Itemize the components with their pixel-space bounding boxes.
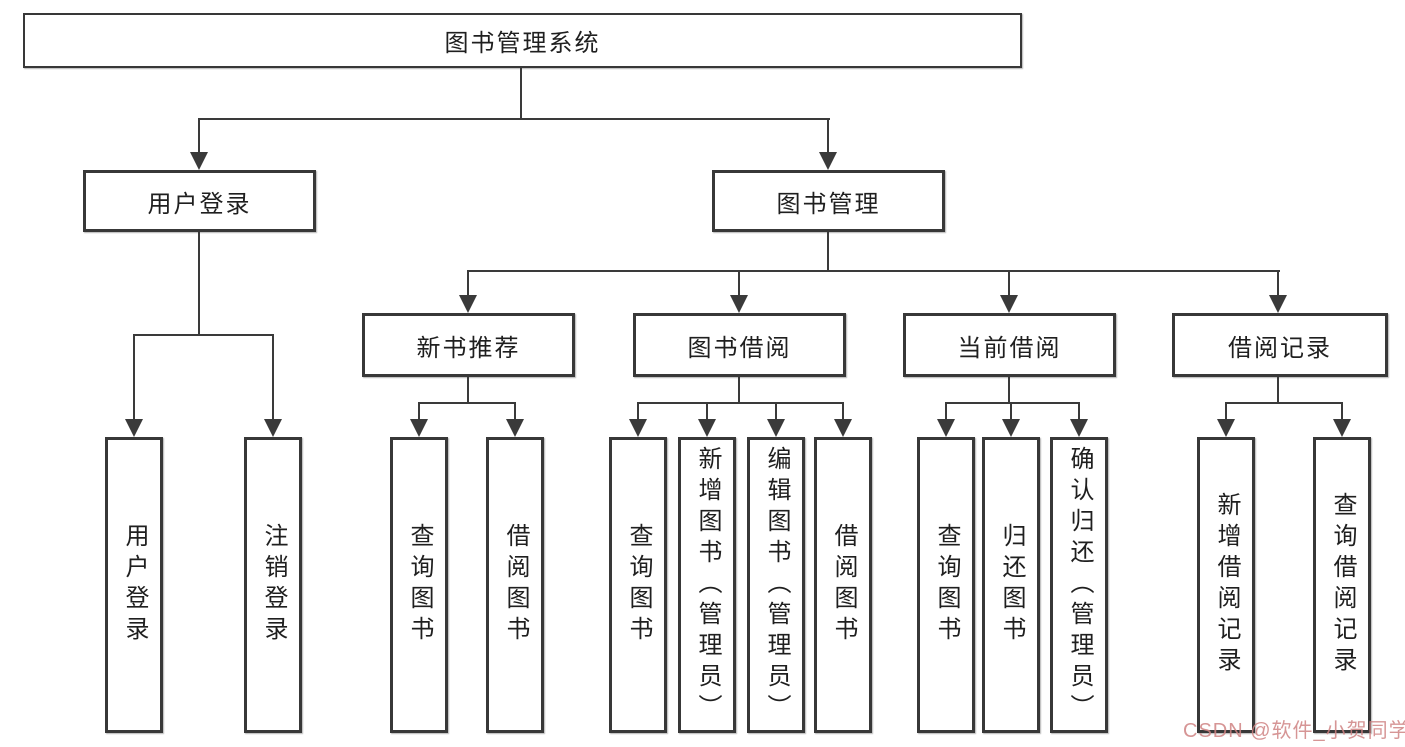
node-label: 用户登录 — [121, 523, 148, 647]
connector-line — [1277, 270, 1279, 299]
node-borrowing-borrow-books: 借阅图书 — [814, 437, 872, 733]
node-add-books-admin: 新增图书（管理员） — [678, 437, 736, 733]
node-label: 查询图书 — [625, 523, 652, 647]
arrowhead-down — [459, 295, 477, 313]
node-add-borrow-record: 新增借阅记录 — [1197, 437, 1255, 733]
node-label: 借阅图书 — [830, 523, 857, 647]
node-confirm-return-admin: 确认归还（管理员） — [1050, 437, 1108, 733]
node-label: 新增借阅记录 — [1213, 492, 1240, 678]
arrowhead-down — [1269, 295, 1287, 313]
node-book-management-branch: 图书管理 — [712, 170, 945, 232]
node-current-borrowing: 当前借阅 — [903, 313, 1116, 377]
arrowhead-down — [629, 419, 647, 437]
connector-line — [418, 402, 420, 423]
connector-line — [637, 402, 639, 423]
connector-line — [1008, 377, 1010, 404]
connector-line — [1225, 402, 1343, 404]
connector-line — [738, 377, 740, 404]
arrowhead-down — [1333, 419, 1351, 437]
arrowhead-down — [1070, 419, 1088, 437]
node-label: 确认归还（管理员） — [1066, 445, 1093, 725]
connector-line — [738, 270, 740, 299]
node-recommend-borrow-books: 借阅图书 — [486, 437, 544, 733]
connector-line — [842, 402, 844, 423]
connector-line — [133, 334, 274, 336]
node-label: 借阅图书 — [502, 523, 529, 647]
connector-line — [418, 402, 516, 404]
arrowhead-down — [698, 419, 716, 437]
connector-line — [775, 402, 777, 423]
connector-line — [1225, 402, 1227, 423]
connector-line — [198, 232, 200, 335]
node-label: 新增图书（管理员） — [694, 445, 721, 725]
node-query-borrow-record: 查询借阅记录 — [1313, 437, 1371, 733]
connector-line — [1341, 402, 1343, 423]
connector-line — [827, 118, 829, 156]
node-borrowing-records: 借阅记录 — [1172, 313, 1388, 377]
node-return-books: 归还图书 — [982, 437, 1040, 733]
node-book-borrowing: 图书借阅 — [633, 313, 846, 377]
csdn-watermark: CSDN @软件_小贺同学 — [1183, 720, 1405, 742]
connector-line — [514, 402, 516, 423]
node-current-query-books: 查询图书 — [917, 437, 975, 733]
arrowhead-down — [506, 419, 524, 437]
node-label: 编辑图书（管理员） — [763, 445, 790, 725]
connector-line — [198, 118, 830, 120]
arrowhead-down — [730, 295, 748, 313]
connector-line — [467, 377, 469, 404]
connector-line — [467, 270, 1280, 272]
node-label: 查询借阅记录 — [1329, 492, 1356, 678]
arrowhead-down — [1002, 419, 1020, 437]
connector-line — [637, 402, 844, 404]
connector-line — [1277, 377, 1279, 404]
connector-line — [1010, 402, 1012, 423]
arrowhead-down — [264, 419, 282, 437]
node-edit-books-admin: 编辑图书（管理员） — [747, 437, 805, 733]
connector-line — [945, 402, 1080, 404]
arrowhead-down — [190, 152, 208, 170]
node-label: 归还图书 — [998, 523, 1025, 647]
arrowhead-down — [767, 419, 785, 437]
node-user-login-branch: 用户登录 — [83, 170, 316, 232]
arrowhead-down — [819, 152, 837, 170]
arrowhead-down — [410, 419, 428, 437]
connector-line — [1078, 402, 1080, 423]
node-label: 查询图书 — [406, 523, 433, 647]
arrowhead-down — [1217, 419, 1235, 437]
node-borrowing-query-books: 查询图书 — [609, 437, 667, 733]
connector-line — [945, 402, 947, 423]
arrowhead-down — [937, 419, 955, 437]
connector-line — [706, 402, 708, 423]
node-user-login-leaf: 用户登录 — [105, 437, 163, 733]
connector-line — [1008, 270, 1010, 299]
connector-line — [272, 334, 274, 421]
connector-line — [133, 334, 135, 421]
node-recommend-query-books: 查询图书 — [390, 437, 448, 733]
connector-line — [198, 118, 200, 156]
node-label: 注销登录 — [260, 523, 287, 647]
arrowhead-down — [834, 419, 852, 437]
node-logout-leaf: 注销登录 — [244, 437, 302, 733]
node-label: 查询图书 — [933, 523, 960, 647]
arrowhead-down — [1000, 295, 1018, 313]
connector-line — [827, 232, 829, 272]
node-new-book-recommendation: 新书推荐 — [362, 313, 575, 377]
connector-line — [520, 68, 522, 120]
connector-line — [467, 270, 469, 299]
node-library-management-system: 图书管理系统 — [23, 13, 1022, 68]
arrowhead-down — [125, 419, 143, 437]
